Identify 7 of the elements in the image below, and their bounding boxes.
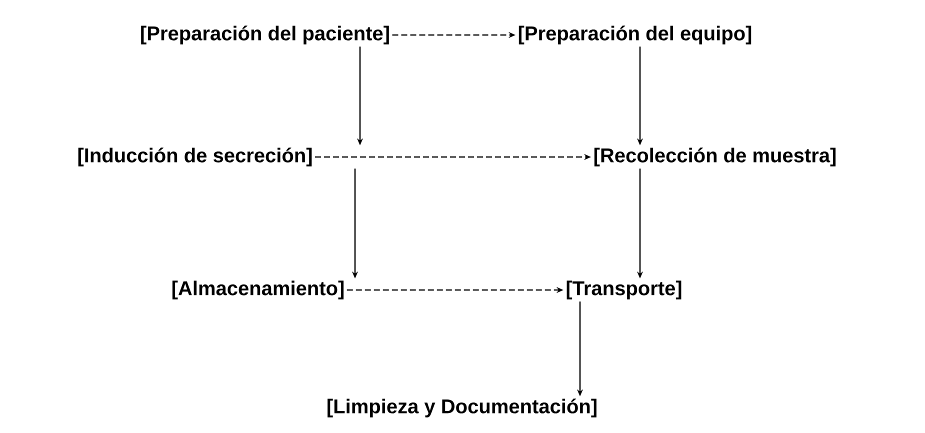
step-text: [Recolección de muestra] [594,148,836,166]
step-text: [Inducción de secreción] [78,148,312,166]
step-text: [Preparación del paciente] [141,26,389,44]
step-text: [Preparación del equipo] [518,26,752,44]
step-text: [Transporte] [566,280,682,300]
step-text: [Almacenamiento] [172,280,344,300]
step-text: [Limpieza y Documentación] [328,398,596,418]
